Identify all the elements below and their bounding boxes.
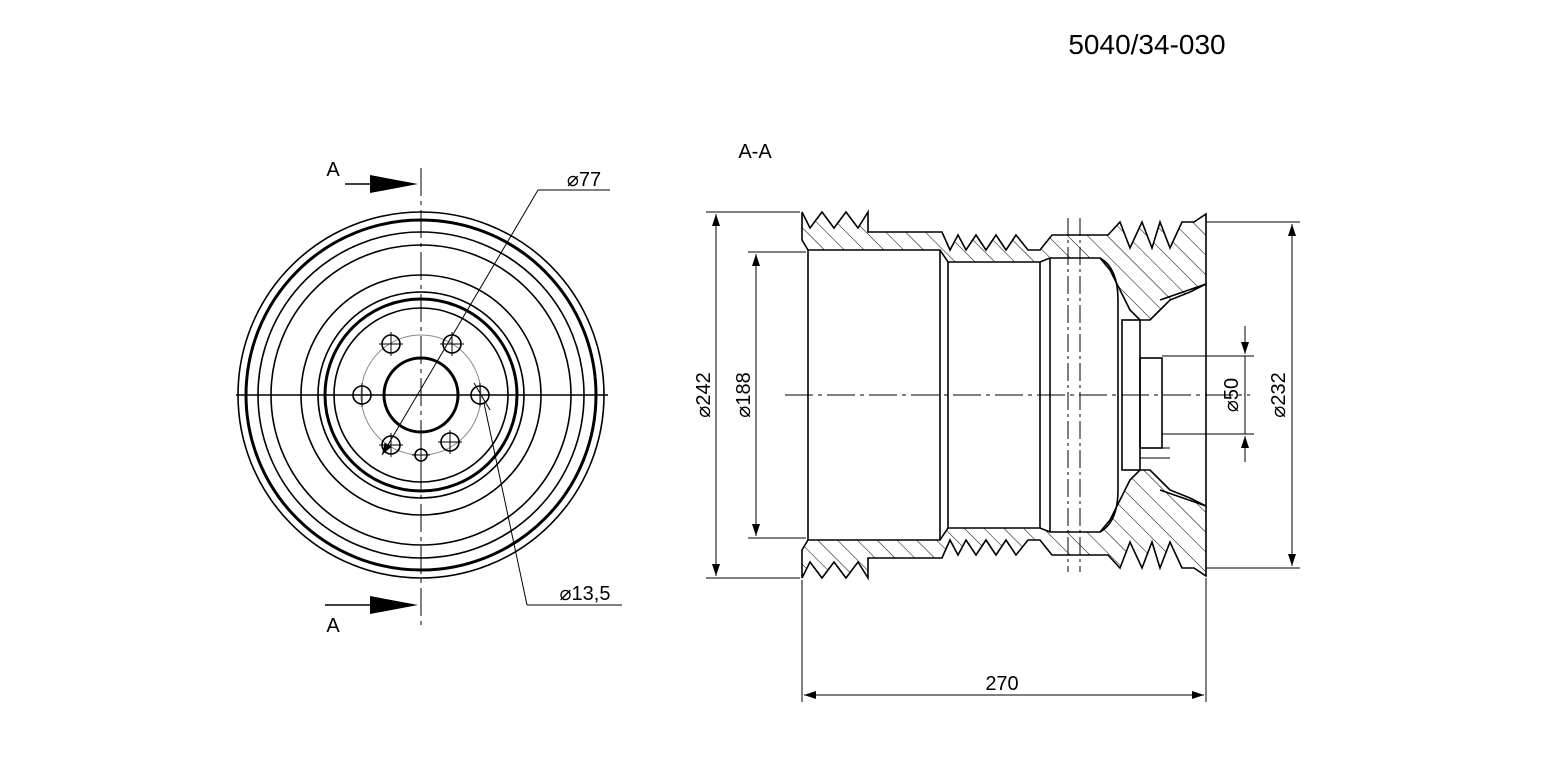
web-circle: [300, 274, 542, 516]
flange-circle: [244, 218, 598, 572]
cut-label-top: A: [326, 159, 340, 181]
part-number: 5040/34-030: [1068, 29, 1225, 60]
hub-outer-circle: [317, 291, 525, 499]
groove-circle: [257, 231, 585, 559]
wall-section-bottom: [801, 469, 1207, 581]
center-bore-circle: [382, 356, 460, 434]
hub-face-circle: [323, 297, 519, 493]
bolt-hole-dimension: ⌀13,5: [473, 382, 622, 606]
pitch-diameter-label: ⌀77: [567, 169, 601, 191]
rim-inner-circle: [270, 244, 572, 546]
hub-cone: [1159, 282, 1207, 508]
bolt-holes: [350, 332, 492, 464]
outer-diameter-right-label: ⌀232: [1268, 372, 1290, 417]
wall-section-top: [801, 209, 1207, 321]
hub-step-circle: [333, 307, 509, 483]
outer-rim-circle: [237, 211, 605, 579]
bolt-hole: [379, 332, 403, 356]
pitch-diameter-dimension: ⌀77: [381, 169, 610, 456]
section-arrow-bottom: [325, 596, 418, 614]
outer-diameter-left-label: ⌀242: [693, 372, 715, 417]
hub-bore: [1139, 357, 1163, 449]
bolt-hole: [468, 383, 492, 407]
cut-label-bottom: A: [326, 615, 340, 637]
bolt-hole-label: ⌀13,5: [560, 583, 611, 605]
bolt-hole: [350, 383, 374, 407]
bore-diameter-label: ⌀188: [733, 372, 755, 417]
front-view: A A ⌀77: [236, 159, 622, 637]
section-dimensions: ⌀242 ⌀188 ⌀50 ⌀232 270: [693, 211, 1300, 702]
bolt-hole-small: [412, 446, 430, 464]
section-arrow-top: [345, 175, 418, 193]
hub-bore-label: ⌀50: [1221, 378, 1243, 412]
bolt-hole: [438, 430, 462, 454]
hub-inner-curve: [1099, 257, 1119, 533]
section-label: A-A: [738, 141, 772, 163]
section-view: A-A: [738, 141, 1250, 581]
overall-length-label: 270: [985, 673, 1018, 695]
